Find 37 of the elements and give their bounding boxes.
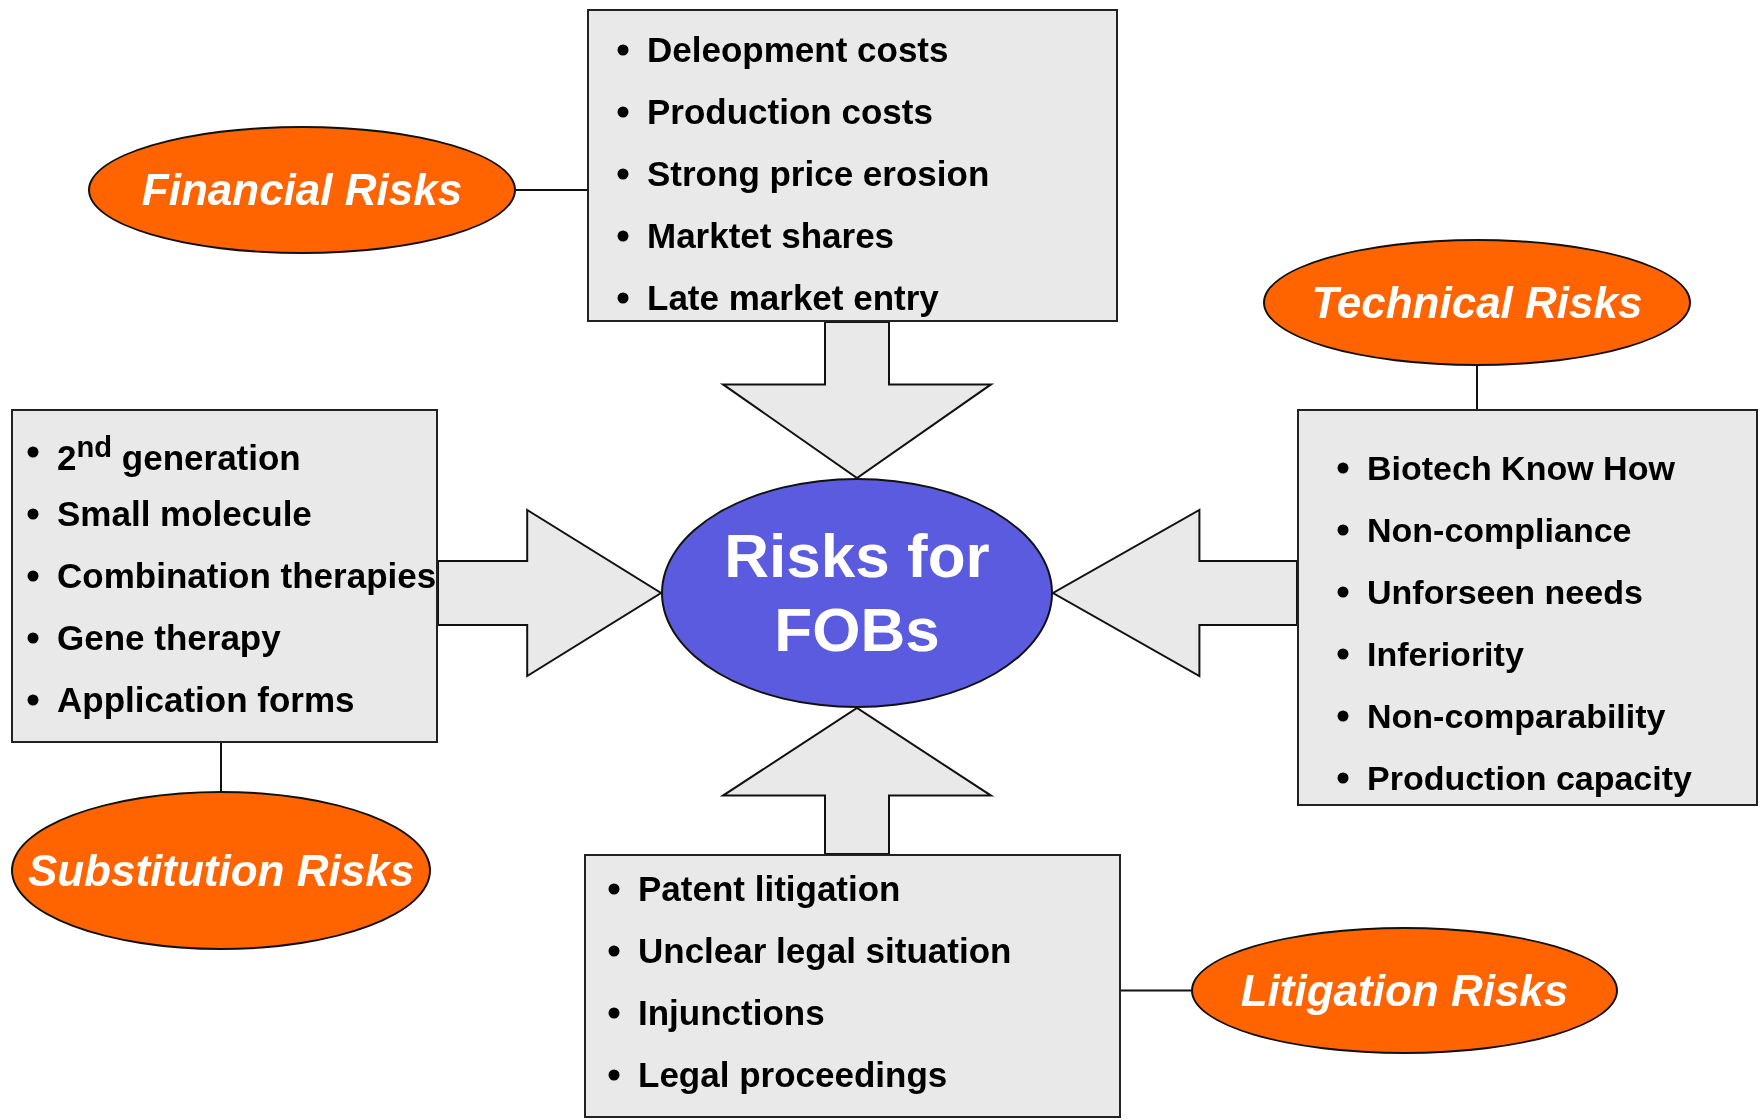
connector-line <box>220 742 222 792</box>
list-item: Strong price erosion <box>647 153 990 195</box>
risk-list-box <box>11 409 438 743</box>
risk-list-box <box>584 854 1121 1118</box>
category-label: Substitution Risks <box>27 845 415 896</box>
list-item: Injunctions <box>638 992 825 1034</box>
connector-line <box>1120 989 1192 992</box>
risk-list-box <box>1297 409 1758 806</box>
list-item: Legal proceedings <box>638 1054 948 1096</box>
block-arrow <box>719 321 995 480</box>
connector-line <box>1476 365 1478 410</box>
center-title: Risks for FOBs <box>723 519 991 666</box>
list-item: Small molecule <box>57 493 312 535</box>
list-item: Non-comparability <box>1367 696 1666 737</box>
list-item: Unclear legal situation <box>638 930 1012 972</box>
list-item: Production capacity <box>1367 758 1692 799</box>
list-item: Production costs <box>647 91 933 133</box>
list-item: Non-compliance <box>1367 510 1632 551</box>
list-item: Inferiority <box>1367 634 1524 675</box>
list-item: Marktet shares <box>647 215 895 257</box>
list-item: 2$^{nd}$ generation <box>57 429 301 479</box>
risk-list-box <box>587 9 1118 322</box>
list-item: Combination therapies <box>57 555 437 597</box>
list-item: Biotech Know How <box>1367 448 1675 489</box>
block-arrow <box>1050 508 1298 678</box>
list-item: Gene therapy <box>57 617 281 659</box>
block-arrow <box>719 706 995 855</box>
connector-line <box>515 189 588 191</box>
category-label: Financial Risks <box>141 165 463 215</box>
list-item: Application forms <box>57 679 355 721</box>
category-label: Technical Risks <box>1311 277 1643 328</box>
list-item: Patent litigation <box>638 868 901 910</box>
list-item: Unforseen needs <box>1367 572 1643 613</box>
category-label: Litigation Risks <box>1240 965 1569 1016</box>
block-arrow <box>437 508 663 678</box>
list-item: Late market entry <box>647 277 939 319</box>
list-item: Deleopment costs <box>647 29 949 71</box>
